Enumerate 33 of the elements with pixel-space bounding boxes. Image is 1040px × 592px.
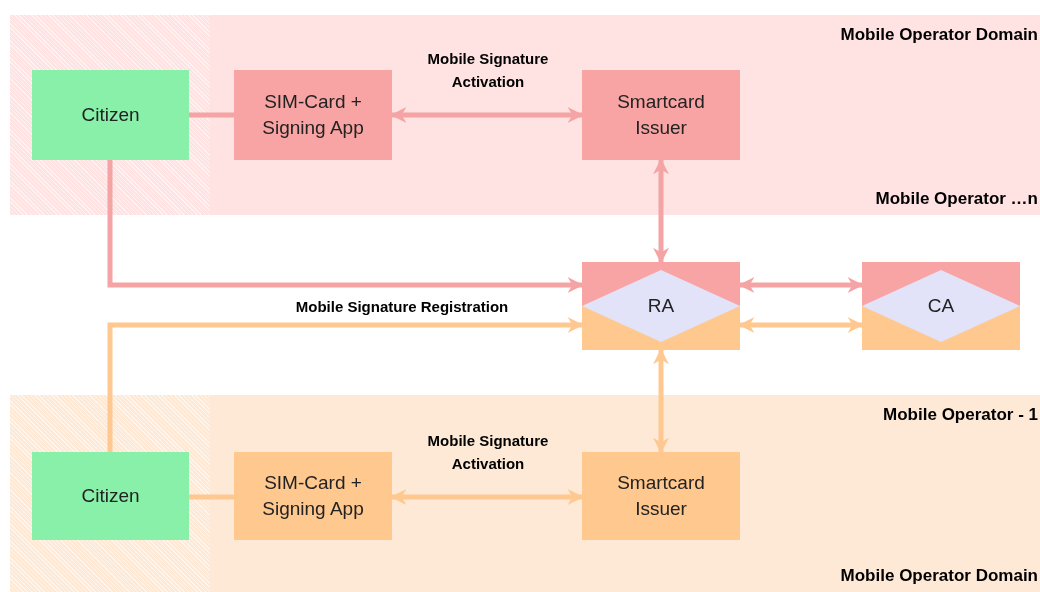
box-label: CA — [927, 295, 955, 317]
process-box — [582, 452, 740, 540]
edge-label: Mobile Signature Activation — [426, 431, 550, 474]
arrow — [107, 317, 584, 452]
box-label: Smartcard Issuer — [616, 471, 706, 521]
box-label: SIM-Card + Signing App — [261, 90, 365, 140]
arrow — [390, 107, 584, 123]
box-label: Citizen — [80, 103, 141, 128]
box-label: RA — [647, 295, 675, 317]
box-label: Smartcard Issuer — [616, 90, 706, 140]
actor-box — [32, 70, 189, 160]
arrow — [107, 160, 584, 293]
arrow — [653, 348, 669, 454]
edge-label: Mobile Signature Registration — [294, 297, 510, 317]
edge-label: Mobile Signature Activation — [426, 49, 550, 92]
process-box — [234, 70, 392, 160]
arrow — [653, 158, 669, 264]
domain-title: Mobile Operator Domain — [840, 566, 1038, 586]
actor-box — [32, 452, 189, 540]
domain-title: Mobile Operator …n — [875, 189, 1038, 209]
connector-line — [189, 112, 234, 118]
arrow — [738, 317, 864, 333]
box-label: Citizen — [80, 484, 141, 509]
arrow — [738, 277, 864, 293]
domain-band — [10, 15, 1040, 215]
process-box — [582, 70, 740, 160]
arrow — [390, 489, 584, 505]
domain-title: Mobile Operator Domain — [840, 25, 1038, 45]
domain-band — [10, 395, 1040, 592]
box-label: SIM-Card + Signing App — [261, 471, 365, 521]
process-box — [234, 452, 392, 540]
domain-title: Mobile Operator - 1 — [883, 405, 1038, 425]
connector-line — [189, 494, 234, 500]
